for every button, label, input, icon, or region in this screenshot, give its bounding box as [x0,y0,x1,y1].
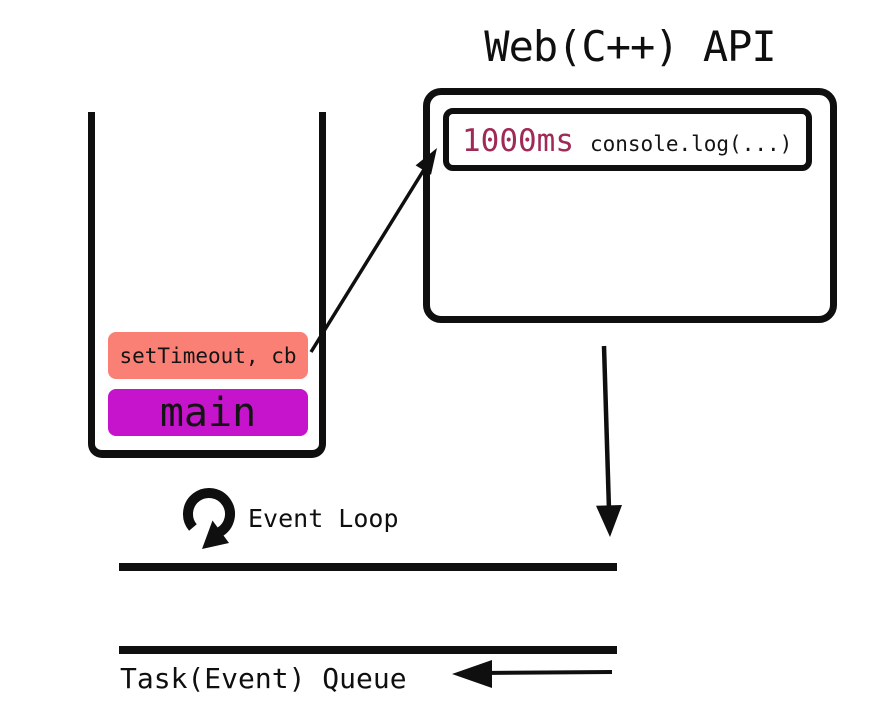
queue-to-stack-arrow [452,660,613,688]
web-api-title: Web(C++) API [484,22,776,71]
webapi-to-queue-arrow [596,345,622,537]
stack-frame-main: main [108,389,308,436]
task-queue-label: Task(Event) Queue [120,662,407,695]
timer-delay-label: 1000ms [462,123,574,159]
event-loop-icon [183,488,235,549]
timer-callback-label: console.log(...) [589,132,793,156]
stack-to-webapi-arrow [309,148,437,353]
timer-task-box: 1000ms console.log(...) [443,108,812,171]
event-loop-label: Event Loop [248,504,399,533]
stack-frame-settimeout: setTimeout, cb [108,332,308,379]
